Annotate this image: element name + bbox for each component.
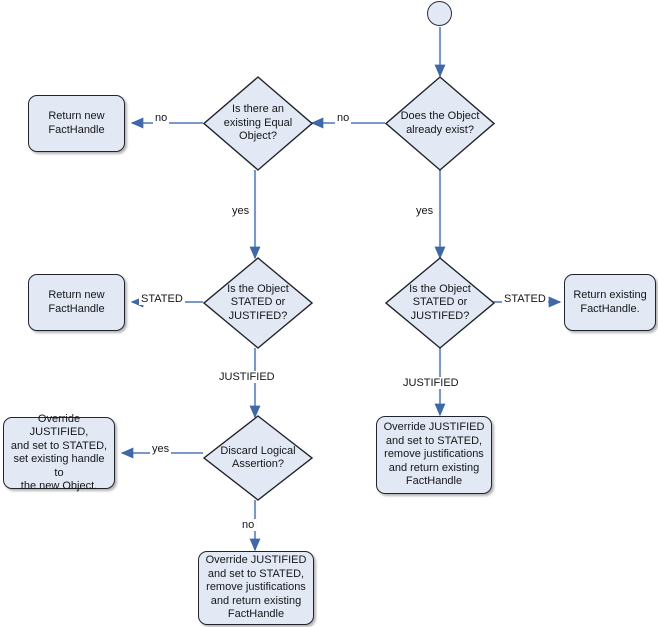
- box-return-new-facthandle-middle[interactable]: Return new FactHandle: [28, 274, 125, 331]
- box-return-existing-facthandle[interactable]: Return existing FactHandle.: [564, 274, 656, 331]
- diamond-shape: [385, 257, 495, 349]
- box-return-existing-facthandle-label: Return existing FactHandle.: [573, 289, 647, 315]
- box-override-remove-justifications-right[interactable]: Override JUSTIFIED and set to STATED, re…: [376, 416, 492, 494]
- start-node[interactable]: [427, 1, 452, 26]
- box-override-remove-justifications-right-label: Override JUSTIFIED and set to STATED, re…: [383, 421, 485, 488]
- edge-label-equal-yes: yes: [230, 205, 252, 217]
- decision-does-object-exist[interactable]: Does the Object already exist?: [385, 76, 495, 171]
- box-override-remove-justifications-bottom-label: Override JUSTIFIED and set to STATED, re…: [205, 554, 307, 621]
- box-return-new-facthandle-top-label: Return new FactHandle: [48, 110, 105, 136]
- diamond-shape: [203, 257, 313, 349]
- diamond-shape: [203, 76, 313, 171]
- edge-label-left-justified: JUSTIFIED: [217, 371, 277, 383]
- edge-label-exists-yes: yes: [414, 205, 436, 217]
- decision-discard-logical-assertion[interactable]: Discard Logical Assertion?: [203, 415, 313, 501]
- edge-label-equal-no: no: [153, 112, 170, 124]
- decision-stated-or-justified-left[interactable]: Is the Object STATED or JUSTIFED?: [203, 257, 313, 349]
- box-override-set-existing-handle-label: Override JUSTIFIED, and set to STATED, s…: [10, 412, 108, 493]
- edge-label-discard-yes: yes: [150, 443, 172, 455]
- decision-is-there-equal-object[interactable]: Is there an existing Equal Object?: [203, 76, 313, 171]
- box-override-remove-justifications-bottom[interactable]: Override JUSTIFIED and set to STATED, re…: [198, 551, 314, 625]
- decision-stated-or-justified-right[interactable]: Is the Object STATED or JUSTIFED?: [385, 257, 495, 349]
- decision-stated-or-justified-right-label: Is the Object STATED or JUSTIFED?: [409, 282, 471, 322]
- box-return-new-facthandle-middle-label: Return new FactHandle: [48, 289, 105, 315]
- diamond-shape: [203, 415, 313, 501]
- edge-label-left-stated: STATED: [139, 293, 185, 305]
- box-return-new-facthandle-top[interactable]: Return new FactHandle: [28, 95, 125, 152]
- box-override-set-existing-handle[interactable]: Override JUSTIFIED, and set to STATED, s…: [3, 413, 115, 492]
- edge-label-right-justified: JUSTIFIED: [401, 377, 461, 389]
- edge-label-right-stated: STATED: [502, 293, 548, 305]
- edge-label-exists-no: no: [335, 112, 352, 124]
- diamond-shape: [385, 76, 495, 171]
- decision-does-object-exist-label: Does the Object already exist?: [400, 110, 480, 136]
- decision-stated-or-justified-left-label: Is the Object STATED or JUSTIFED?: [227, 282, 289, 322]
- edge-label-discard-no: no: [240, 519, 257, 531]
- decision-is-there-equal-object-label: Is there an existing Equal Object?: [223, 103, 293, 143]
- decision-discard-logical-assertion-label: Discard Logical Assertion?: [220, 444, 296, 471]
